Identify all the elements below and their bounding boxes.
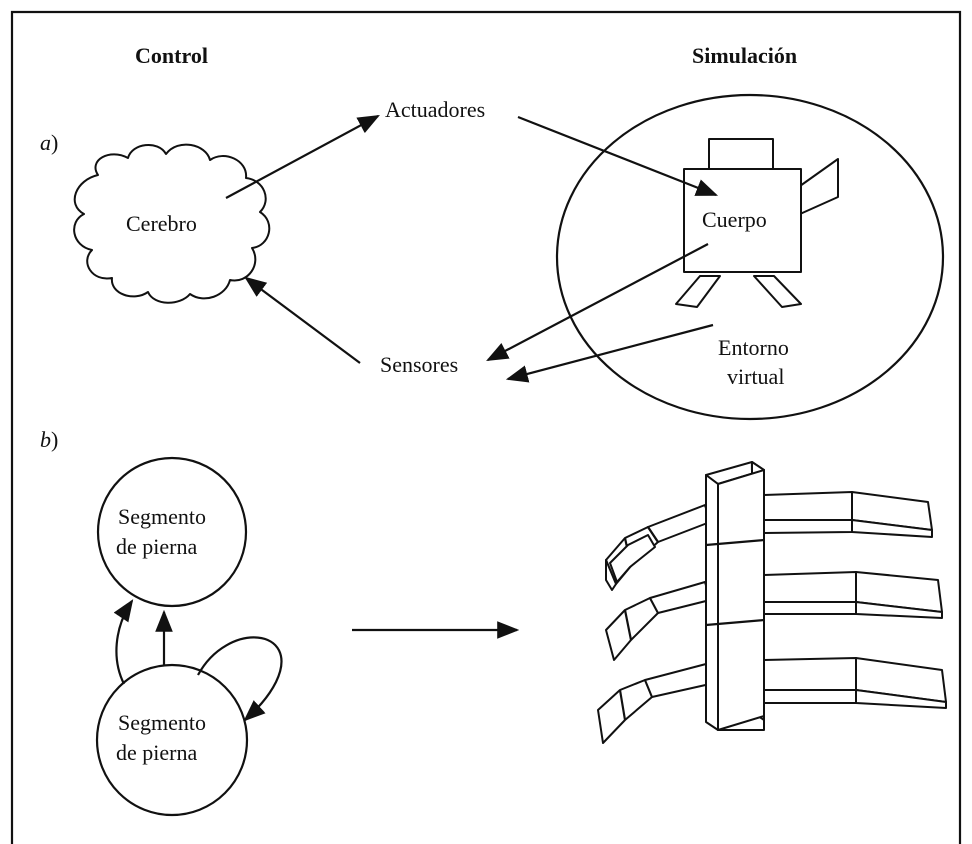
bottom-node-label-line2: de pierna: [116, 740, 197, 765]
panel-a-label: a): [40, 130, 58, 155]
top-node-label-line1: Segmento: [118, 504, 206, 529]
environment-label-line2: virtual: [727, 364, 784, 389]
figure-frame: [10, 10, 962, 844]
bottom-node-label-line1: Segmento: [118, 710, 206, 735]
arrow-bottom-to-top-curved: [113, 599, 134, 685]
arrow-sensors-to-brain: [244, 276, 361, 364]
sensors-label: Sensores: [380, 352, 458, 377]
panel-b-label: b): [40, 427, 58, 452]
multi-leg-robot-figure: [597, 461, 947, 744]
body-label: Cuerpo: [702, 207, 767, 232]
arrow-brain-to-actuators: [225, 114, 380, 199]
top-node-label-line2: de pierna: [116, 534, 197, 559]
header-simulation: Simulación: [692, 43, 797, 68]
arrow-bottom-self-loop: [197, 636, 283, 722]
arrow-environment-to-sensors: [505, 323, 714, 383]
environment-label-line1: Entorno: [718, 335, 789, 360]
arrow-body-to-sensors: [486, 243, 709, 362]
leg-segment-node-top: [96, 456, 248, 608]
brain-cloud: [73, 143, 271, 304]
leg-segment-node-bottom: [95, 663, 249, 817]
brain-label: Cerebro: [126, 211, 197, 236]
header-control: Control: [135, 43, 208, 68]
actuators-label: Actuadores: [385, 97, 485, 122]
virtual-environment-ellipse: [555, 93, 945, 421]
arrow-actuators-to-body: [517, 115, 719, 197]
